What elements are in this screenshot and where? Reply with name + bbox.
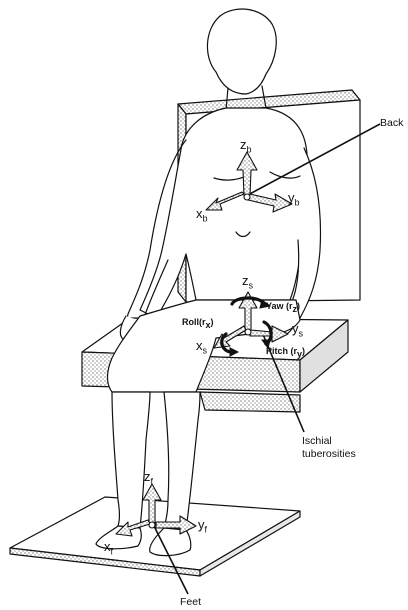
back-x-label: xb <box>196 207 208 224</box>
pitch-label: Pitch (ry) <box>266 347 305 359</box>
roll-label: Roll(rx) <box>182 318 214 330</box>
yaw-label: Yaw (rz) <box>266 302 300 314</box>
seat-y-label: ys <box>292 322 303 339</box>
callout-feet: Feet <box>180 597 201 608</box>
back-z-label: zb <box>240 138 252 155</box>
foot-x-label: xf <box>104 540 113 557</box>
foot-y-label: yf <box>198 518 207 535</box>
seat-x-label: xs <box>196 339 207 356</box>
callout-back: Back <box>380 118 403 129</box>
callout-tuberosities: tuberosities <box>302 449 356 460</box>
callout-ischial: Ischial <box>302 436 332 447</box>
back-y-label: yb <box>288 191 300 208</box>
seat-z-label: zs <box>242 274 253 291</box>
seated-figure <box>96 9 320 556</box>
foot-z-label: zf <box>144 470 153 487</box>
